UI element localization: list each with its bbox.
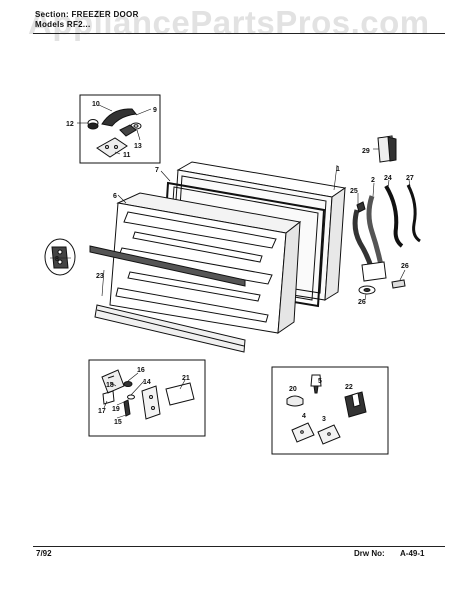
callout-7: 7 — [155, 167, 159, 174]
callout-20: 20 — [289, 386, 297, 393]
part-handle-trim — [406, 184, 421, 243]
part-hinge-cover-plate — [165, 382, 195, 406]
drawing-number-label: Drw No: — [354, 549, 385, 558]
footer-date: 7/92 — [36, 549, 52, 558]
callout-23: 23 — [96, 273, 104, 280]
part-hinge-pin — [119, 124, 137, 137]
part-rail-end-bracket — [44, 238, 76, 276]
part-handle-strip — [384, 184, 404, 248]
part-spacer — [123, 381, 133, 387]
callout-29: 29 — [362, 148, 370, 155]
drawing-number: A-49-1 — [400, 549, 425, 558]
callout-8: 8 — [55, 256, 59, 263]
part-hinge-cap — [101, 108, 137, 127]
callout-21: 21 — [182, 375, 190, 382]
callout-13: 13 — [134, 143, 142, 150]
callout-24: 24 — [384, 175, 392, 182]
callout-26-lower: 26 — [358, 299, 366, 306]
part-latch-plate-right — [317, 424, 341, 445]
part-washer-small — [127, 394, 135, 400]
part-hinge-screw — [123, 399, 131, 417]
model-text: RF2... — [66, 20, 91, 29]
callout-11: 11 — [123, 152, 131, 159]
model-label: Models — [35, 20, 65, 29]
callout-18: 18 — [106, 382, 114, 389]
callout-6: 6 — [113, 193, 117, 200]
part-handle-cover — [377, 135, 397, 163]
part-hinge-bracket — [101, 369, 125, 394]
callout-3: 3 — [322, 416, 326, 423]
section-label: Section: — [35, 10, 69, 19]
inset-box-hinge-hardware — [88, 359, 206, 437]
callout-1: 1 — [336, 166, 340, 173]
callout-27: 27 — [406, 175, 414, 182]
part-hinge-shim — [141, 385, 161, 420]
part-handle-bracket-left — [352, 209, 375, 271]
section-name: FREEZER DOOR — [71, 10, 139, 19]
part-inner-door-liner — [109, 192, 302, 335]
part-handle-screw — [356, 201, 366, 213]
callout-12: 12 — [66, 121, 74, 128]
part-hinge-plate — [96, 137, 128, 158]
inset-box-latch-parts — [271, 366, 389, 455]
callout-2: 2 — [371, 177, 375, 184]
callout-4: 4 — [302, 413, 306, 420]
callout-17: 17 — [98, 408, 106, 415]
part-latch-bumper — [286, 395, 304, 407]
part-shelf-rail-upper — [89, 245, 246, 287]
watermark-text: AppliancePartsPros.com — [28, 4, 430, 41]
callout-9: 9 — [153, 107, 157, 114]
footer-divider — [33, 546, 445, 547]
callout-5: 5 — [318, 378, 322, 385]
callout-22: 22 — [345, 384, 353, 391]
header-divider — [33, 33, 445, 34]
callout-14: 14 — [143, 379, 151, 386]
callout-16: 16 — [137, 367, 145, 374]
inset-box-hinge-parts — [79, 94, 161, 164]
part-shelf-rail-lower — [94, 304, 246, 353]
part-handle-clip-lower — [358, 285, 376, 295]
part-latch-plate-left — [291, 422, 315, 443]
part-pivot-block — [102, 390, 115, 405]
section-header: Section: FREEZER DOOR — [35, 10, 139, 19]
callout-10: 10 — [92, 101, 100, 108]
part-bushing — [87, 119, 99, 130]
part-latch-screw — [310, 374, 322, 394]
leader-lines — [50, 104, 411, 419]
callout-19: 19 — [112, 406, 120, 413]
callout-15: 15 — [114, 419, 122, 426]
model-header: Models RF2... — [35, 20, 90, 29]
callout-25: 25 — [350, 188, 358, 195]
part-handle-bracket-center — [361, 195, 387, 282]
part-latch-strike — [344, 391, 367, 418]
callout-26-right: 26 — [401, 263, 409, 270]
part-handle-plug — [391, 279, 406, 289]
